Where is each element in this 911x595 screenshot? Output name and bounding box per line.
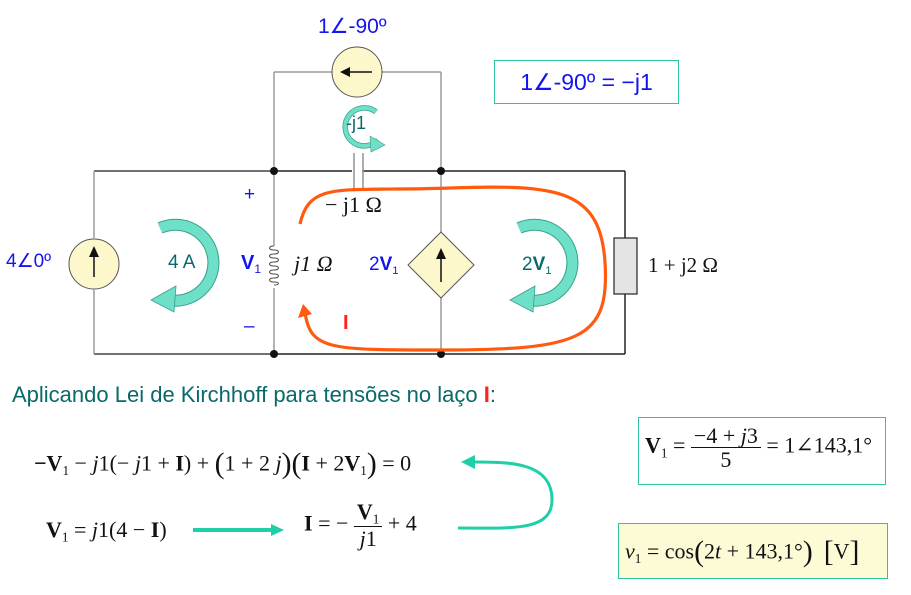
mesh-arrow-capacitor-head (369, 135, 386, 153)
mesh-arrow-2V1-head (509, 285, 536, 313)
result-time-box: v1 = cos(2t + 143,1°) [V] (618, 523, 888, 579)
v-symbol: V (241, 252, 255, 274)
mesh-arrow-4A-head (150, 285, 177, 313)
loop-current-arrow (298, 185, 608, 352)
circuit-diagram (68, 46, 638, 358)
capacitor-impedance: − j1 Ω (325, 192, 382, 217)
plus-sign: + (244, 184, 256, 205)
left-current-source (68, 238, 120, 290)
result-time: v1 = cos(2t + 143,1°) [V] (625, 536, 860, 568)
loop-current-label: I (343, 312, 349, 334)
nodes (270, 167, 445, 358)
dependent-current-source (407, 231, 475, 299)
left-source-label: 4∠0º (6, 251, 52, 272)
identity-text: 1∠-90º = −j1 (520, 69, 653, 95)
mesh-arrow-2V1 (516, 218, 579, 307)
v-subscript: 1 (254, 262, 262, 277)
mesh-arrow-4A (157, 218, 220, 307)
load-impedance (613, 237, 638, 295)
kvl-loop-name: I (483, 382, 490, 407)
equation-kvl: −V1 − j1(− j1 + I) + (1 + 2 j)(I + 2V1) … (34, 448, 412, 480)
load-impedance-label: 1 + j2 Ω (648, 253, 719, 277)
capacitor-mesh-label: -j1 (346, 113, 367, 133)
capacitor (353, 153, 364, 190)
dependent-source-label: 2V1 (369, 254, 399, 277)
inductor-impedance: j1 Ω (294, 251, 333, 276)
inductor-voltage-label: V1 (241, 252, 261, 276)
kvl-sentence: Aplicando Lei de Kirchhoff para tensões … (12, 382, 496, 407)
equation-arrows (193, 455, 554, 536)
loop-current-arrow-head (298, 304, 312, 318)
mesh-arrow-capacitor (342, 105, 380, 149)
mesh1-label: 4 A (168, 252, 196, 273)
top-source-label: 1∠-90º (318, 15, 387, 38)
equation-v1: V1 = j1(4 − I) (46, 517, 167, 545)
mesh3-label: 2V1 (522, 254, 552, 277)
wires (93, 71, 626, 355)
top-current-source (331, 46, 383, 98)
inductor (269, 245, 279, 286)
minus-sign: – (244, 316, 255, 337)
identity-box: 1∠-90º = −j1 (494, 60, 679, 104)
